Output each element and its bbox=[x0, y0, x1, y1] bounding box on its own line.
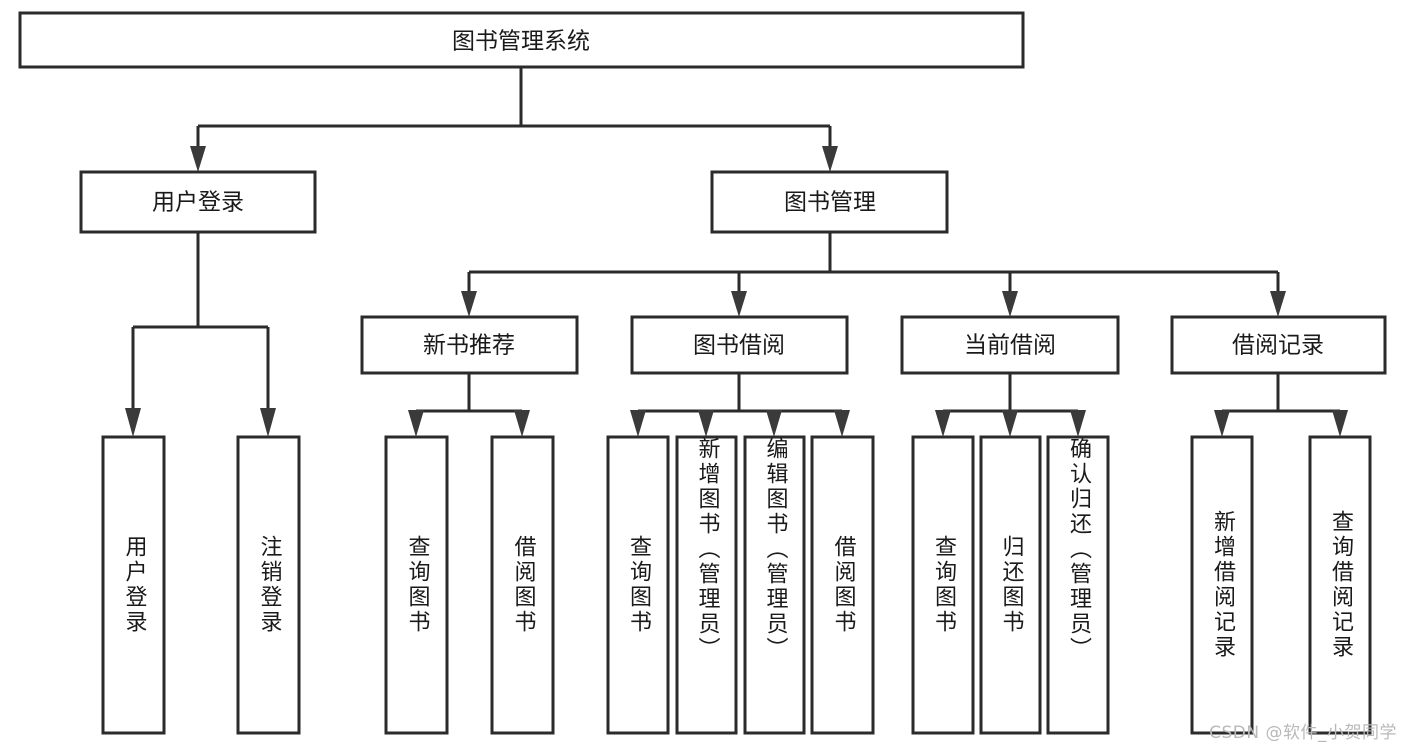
connector-group-book-manage bbox=[461, 232, 1286, 317]
node-box-leaf-current-borrow-3[interactable] bbox=[1046, 435, 1110, 735]
node-label-book-manage: 图书管理 bbox=[784, 190, 876, 216]
arrow-book-l3-4-icon bbox=[1270, 291, 1286, 317]
node-box-leaf-user-login-2[interactable] bbox=[236, 435, 301, 735]
arrow-borrow-leaf-1-icon bbox=[630, 410, 646, 437]
node-box-root[interactable] bbox=[18, 11, 1025, 69]
node-box-leaf-book-borrow-1[interactable] bbox=[606, 435, 670, 735]
node-label-current-borrow: 当前借阅 bbox=[964, 333, 1056, 359]
arrow-book-l3-2-icon bbox=[731, 291, 747, 317]
node-label-new-book-recommend: 新书推荐 bbox=[423, 333, 515, 359]
arrow-user-leaf-1-icon bbox=[125, 408, 141, 437]
node-label-borrow-record: 借阅记录 bbox=[1232, 333, 1324, 359]
node-box-leaf-borrow-record-1[interactable] bbox=[1190, 435, 1254, 735]
node-box-leaf-book-borrow-4[interactable] bbox=[810, 435, 875, 735]
arrow-book-l3-3-icon bbox=[1002, 291, 1018, 317]
connector-group-user-login bbox=[125, 232, 276, 437]
arrow-record-leaf-2-icon bbox=[1332, 410, 1348, 437]
connector-group-current-borrow bbox=[935, 373, 1086, 437]
node-label-root: 图书管理系统 bbox=[452, 29, 590, 55]
node-box-book-manage[interactable] bbox=[710, 170, 949, 234]
arrow-root-to-user-icon bbox=[190, 146, 206, 172]
node-box-leaf-current-borrow-2[interactable] bbox=[979, 435, 1042, 735]
node-box-leaf-new-book-1[interactable] bbox=[384, 435, 449, 735]
arrow-current-leaf-3-icon bbox=[1070, 410, 1086, 437]
arrow-borrow-leaf-3-icon bbox=[766, 410, 782, 437]
arrow-newbook-leaf-1-icon bbox=[408, 410, 424, 437]
arrow-newbook-leaf-2-icon bbox=[514, 410, 530, 437]
arrow-current-leaf-1-icon bbox=[935, 410, 951, 437]
node-label-book-borrow: 图书借阅 bbox=[693, 333, 785, 359]
arrow-user-leaf-2-icon bbox=[260, 408, 276, 437]
node-box-user-login[interactable] bbox=[79, 170, 317, 234]
node-box-new-book-recommend[interactable] bbox=[360, 315, 579, 375]
arrow-book-l3-1-icon bbox=[461, 291, 477, 317]
node-box-leaf-user-login-1[interactable] bbox=[101, 435, 166, 735]
node-box-book-borrow[interactable] bbox=[630, 315, 849, 375]
node-box-leaf-borrow-record-2[interactable] bbox=[1308, 435, 1372, 735]
node-box-leaf-book-borrow-2[interactable] bbox=[675, 435, 738, 735]
arrow-current-leaf-2-icon bbox=[1002, 410, 1018, 437]
node-label-user-login: 用户登录 bbox=[152, 190, 244, 216]
arrow-root-to-book-icon bbox=[822, 146, 838, 172]
connector-group-root bbox=[190, 67, 838, 172]
connector-group-book-borrow bbox=[630, 373, 850, 437]
node-box-leaf-new-book-2[interactable] bbox=[490, 435, 555, 735]
node-box-borrow-record[interactable] bbox=[1170, 315, 1387, 375]
arrow-borrow-leaf-2-icon bbox=[698, 410, 714, 437]
connector-group-new-book bbox=[408, 373, 530, 437]
arrow-borrow-leaf-4-icon bbox=[834, 410, 850, 437]
node-box-current-borrow[interactable] bbox=[900, 315, 1120, 375]
node-box-leaf-current-borrow-1[interactable] bbox=[911, 435, 975, 735]
arrow-record-leaf-1-icon bbox=[1214, 410, 1230, 437]
connector-group-borrow-record bbox=[1214, 373, 1348, 437]
csdn-watermark: CSDN @软件_小贺同学 bbox=[1209, 723, 1397, 743]
node-box-leaf-book-borrow-3[interactable] bbox=[743, 435, 806, 735]
